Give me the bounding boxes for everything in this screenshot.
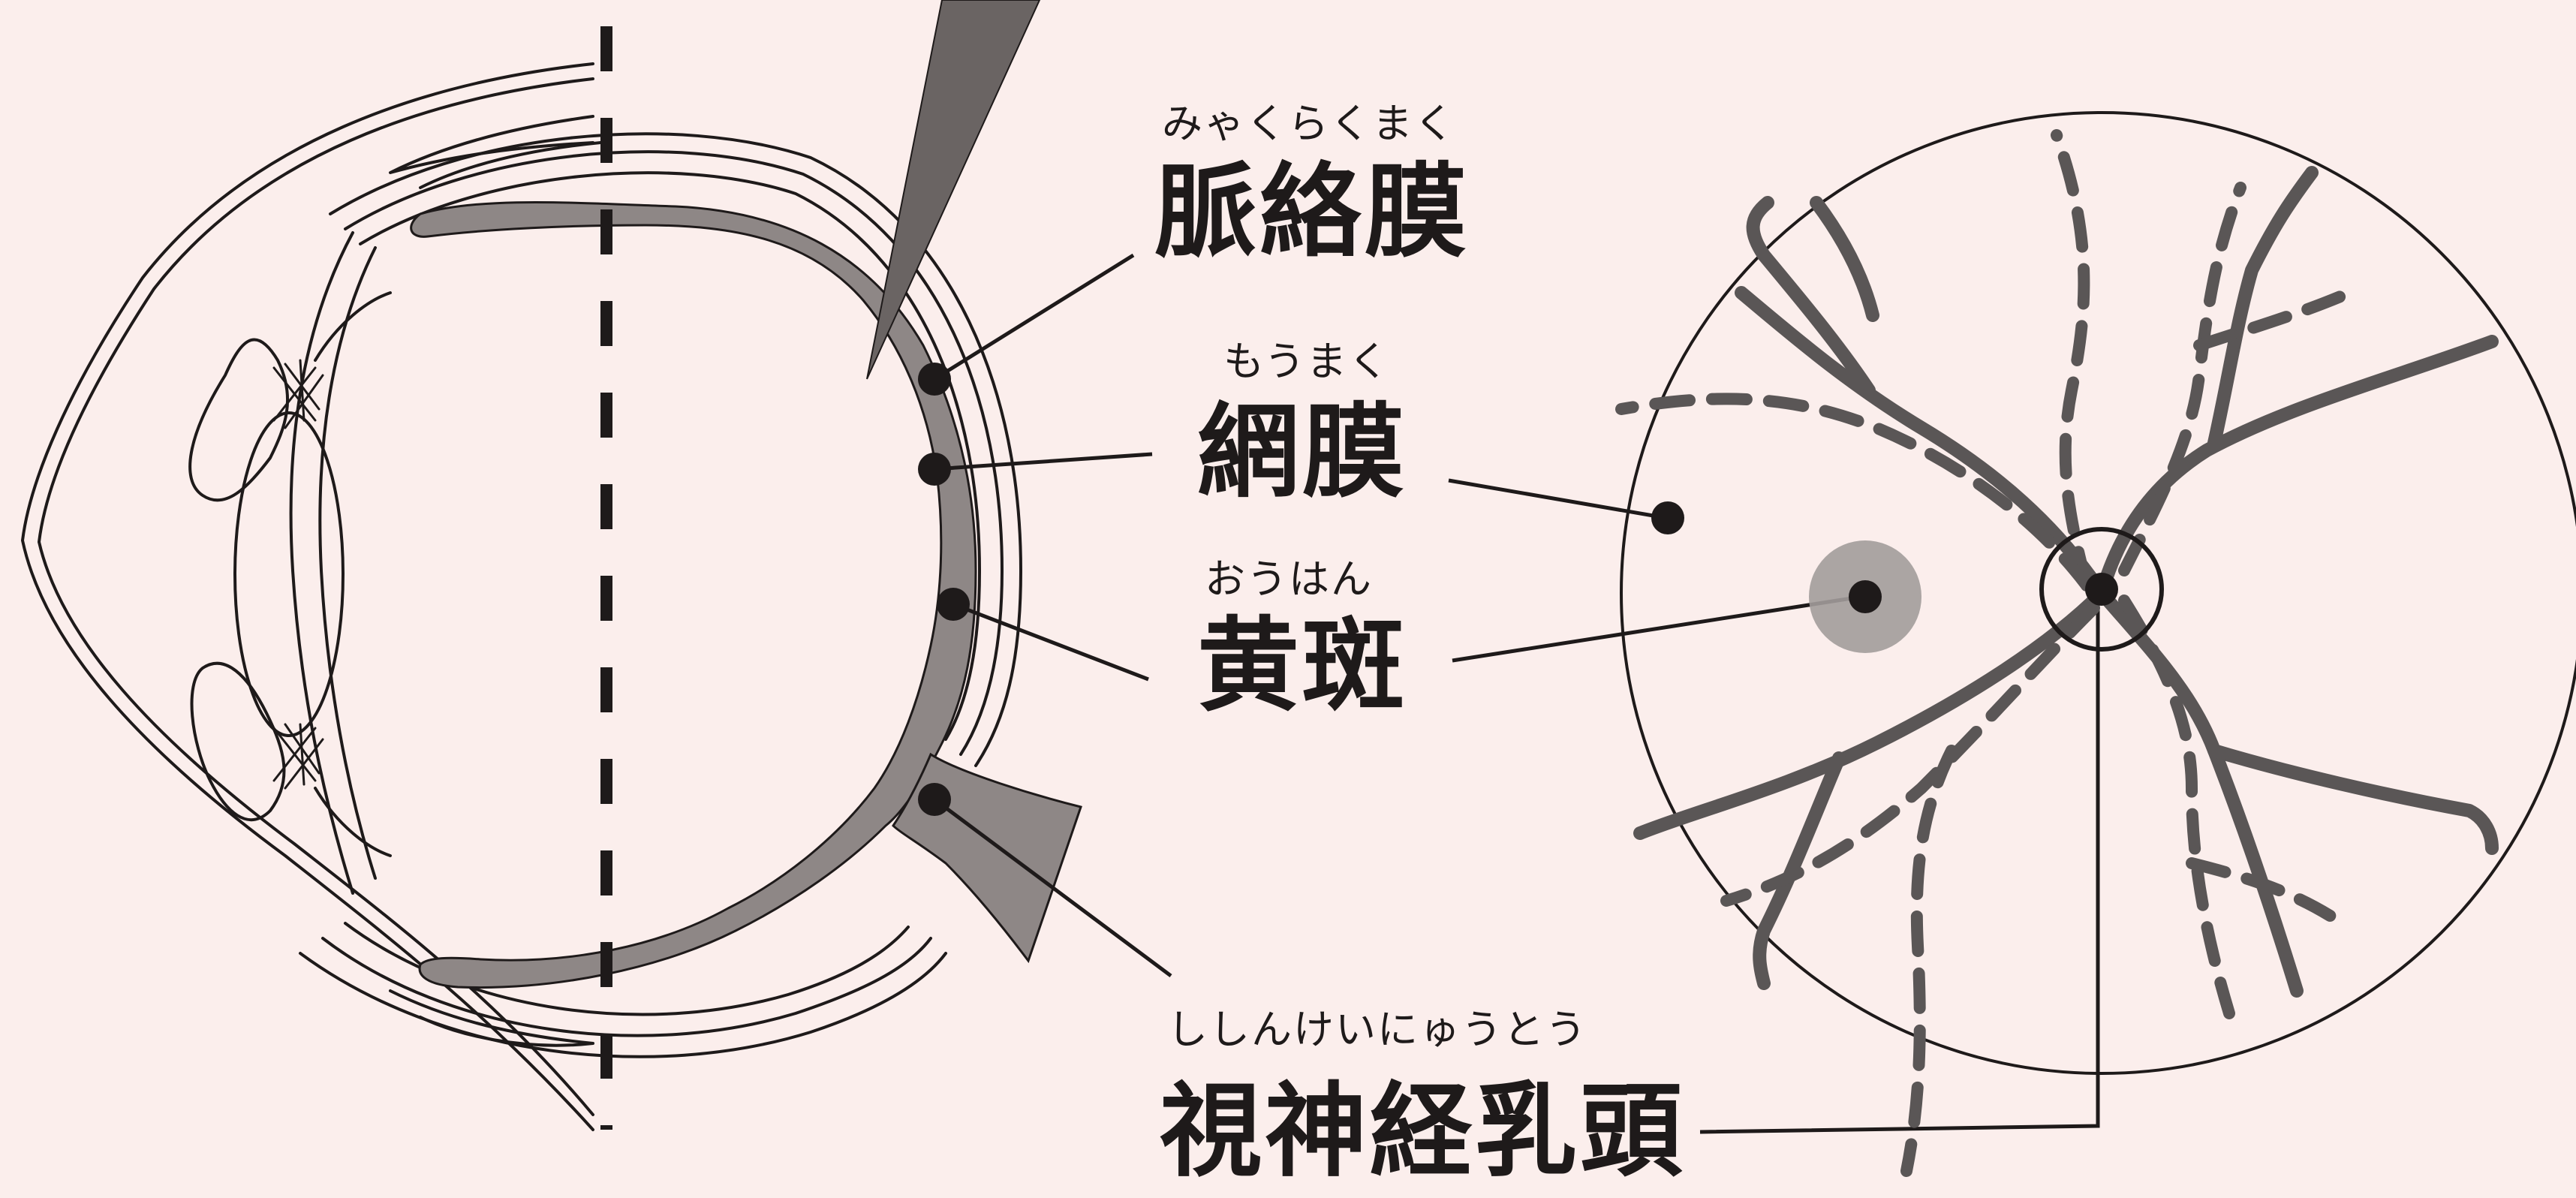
cornea — [289, 231, 354, 895]
veins — [1615, 129, 2355, 1177]
arteries — [1633, 166, 2499, 998]
retina-label: 網膜 — [1197, 393, 1407, 512]
retina-ruby: もうまく — [1223, 338, 1391, 385]
optic-nerve — [892, 752, 1082, 964]
choroid-band — [410, 200, 977, 989]
retina-dot-right — [1651, 501, 1684, 534]
zonule-upper — [272, 359, 324, 429]
macula-ruby: おうはん — [1205, 555, 1373, 603]
sclera-lower — [321, 937, 932, 1037]
lens — [233, 411, 345, 737]
leader-dots — [918, 363, 1684, 816]
vein-up — [2051, 129, 2093, 591]
outer-lid-outline — [21, 62, 594, 1131]
vein-lower-left — [1720, 602, 2100, 907]
choroid-dot — [918, 363, 951, 396]
optic-leader-left — [933, 797, 1172, 978]
zonule-lower — [272, 723, 324, 790]
fundus-view — [1615, 111, 2576, 1177]
upper-lid — [389, 115, 594, 174]
choroid-label: 脈絡膜 — [1154, 153, 1470, 272]
macula-dot-left — [937, 588, 970, 621]
sclera-inner — [359, 171, 981, 741]
optic-dot-left — [918, 783, 951, 816]
upper-lid-inner — [419, 141, 602, 189]
optic-disc-label: 視神経乳頭 — [1160, 1073, 1685, 1191]
ciliary-lower — [314, 787, 392, 857]
leader-lines — [933, 253, 2100, 1134]
artery-lower-right-branch — [2207, 744, 2499, 855]
outer-lid-outline-inner — [38, 77, 594, 1116]
cornea-inner — [318, 246, 377, 880]
optic-disc-ruby: ししんけいにゅうとう — [1167, 1006, 1587, 1053]
optic-disc-ring — [2039, 527, 2164, 652]
artery-upper-left — [1735, 286, 2108, 600]
vein-lower-right — [2118, 594, 2235, 1019]
vein-upper-right — [2118, 182, 2246, 576]
vein-upper-left — [1615, 393, 2093, 591]
macula-leader-right — [1452, 594, 1862, 663]
macula-dot — [1849, 580, 1882, 613]
artery-upper-left-branch — [1746, 196, 1876, 397]
macula-leader-left — [952, 602, 1149, 682]
artery-upper-right — [2095, 335, 2499, 600]
choroid-leader — [933, 253, 1135, 381]
artery-up — [2207, 166, 2319, 450]
retina-leader — [934, 452, 1153, 471]
retina-dot — [918, 453, 951, 486]
macula-label: 黄斑 — [1197, 607, 1407, 726]
pointer-wedge — [866, 0, 1041, 380]
artery-upper-left-twig — [1810, 196, 1879, 322]
artery-lower-left-branch — [1753, 751, 1846, 990]
optic-disc-leader — [1699, 589, 2100, 1134]
retina-leader-right — [1448, 478, 1667, 520]
choroid-ruby: みゃくらくまく — [1162, 100, 1456, 147]
iris-upper — [188, 338, 289, 502]
fundus-circle — [1620, 111, 2576, 1075]
iris-lower — [190, 661, 286, 822]
artery-lower-left — [1633, 586, 2108, 840]
vein-lower-right-twig — [2186, 857, 2348, 929]
artery-lower-right — [2095, 586, 2304, 998]
ciliary-upper — [314, 291, 392, 362]
optic-disc-dot — [2085, 573, 2118, 606]
sclera-lower-outer — [299, 952, 947, 1058]
vein-upper-right-twig — [2193, 287, 2355, 351]
vein-lower-left-2 — [1900, 745, 1958, 1177]
